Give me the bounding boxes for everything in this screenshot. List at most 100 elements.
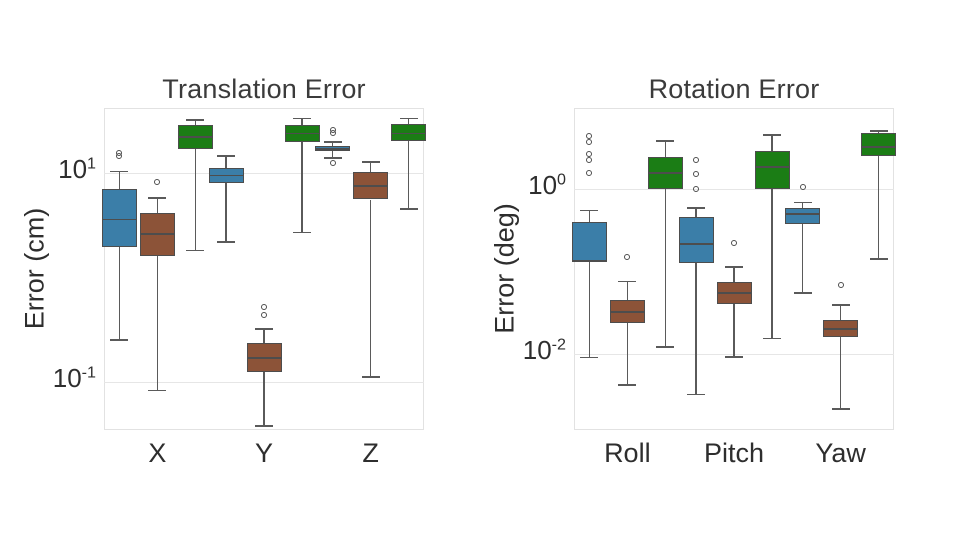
median-line	[571, 259, 607, 262]
whisker-line	[301, 117, 303, 125]
outlier-point	[693, 186, 699, 193]
whisker-line	[118, 247, 121, 339]
whisker-line	[156, 256, 159, 390]
median-line	[647, 172, 683, 174]
whisker-line	[225, 155, 227, 168]
whisker-line	[626, 322, 629, 385]
whisker-cap	[763, 337, 781, 340]
median-line	[284, 132, 320, 135]
box-method-blue-yaw	[785, 208, 821, 225]
whisker-line	[331, 151, 334, 158]
whisker-line	[839, 337, 842, 409]
box-method-green-pitch	[754, 151, 790, 189]
whisker-line	[194, 149, 197, 250]
whisker-line	[331, 141, 334, 146]
outlier-point	[837, 282, 844, 289]
whisker-line	[156, 197, 159, 213]
whisker-cap	[580, 356, 599, 359]
whisker-line	[801, 201, 804, 209]
outlier-point	[586, 157, 593, 164]
whisker-cap	[763, 134, 781, 136]
median-line	[208, 174, 244, 177]
whisker-line	[407, 117, 410, 125]
whisker-cap	[293, 231, 311, 234]
gridline	[574, 188, 894, 190]
outlier-point	[586, 132, 593, 139]
whisker-cap	[361, 160, 380, 163]
whisker-line	[407, 140, 410, 209]
whisker-line	[664, 189, 667, 346]
whisker-line	[839, 304, 842, 320]
whisker-cap	[793, 201, 812, 204]
whisker-cap	[580, 209, 599, 212]
whisker-cap	[687, 207, 705, 209]
median-line	[754, 165, 790, 168]
panel-title-rotation: Rotation Error	[648, 74, 820, 104]
whisker-line	[118, 170, 121, 190]
x-tick-label: Roll	[604, 438, 651, 468]
median-line	[353, 184, 389, 187]
whisker-cap	[217, 240, 235, 243]
x-tick-label: Pitch	[703, 438, 765, 468]
whisker-cap	[618, 280, 637, 283]
whisker-cap	[148, 389, 167, 392]
whisker-cap	[217, 155, 235, 157]
median-line	[785, 212, 821, 215]
whisker-cap	[618, 384, 637, 386]
whisker-line	[225, 182, 227, 241]
whisker-line	[801, 224, 804, 293]
whisker-cap	[687, 393, 705, 396]
outlier-point	[586, 138, 593, 145]
y-tick-label: 10-1	[52, 363, 96, 394]
whisker-line	[695, 263, 697, 394]
median-line	[391, 132, 427, 135]
median-line	[315, 147, 351, 150]
outlier-point	[116, 150, 123, 157]
whisker-cap	[148, 197, 167, 199]
outlier-point	[261, 312, 267, 319]
whisker-cap	[725, 266, 743, 268]
median-line	[609, 311, 645, 314]
whisker-line	[771, 188, 773, 338]
median-line	[177, 136, 213, 139]
whisker-cap	[725, 356, 743, 358]
median-line	[823, 328, 859, 330]
whisker-cap	[361, 375, 380, 378]
whisker-line	[733, 304, 735, 357]
whisker-line	[877, 155, 880, 258]
outlier-point	[154, 179, 161, 186]
outlier-point	[693, 171, 699, 178]
outlier-point	[731, 240, 737, 247]
whisker-cap	[869, 130, 888, 132]
box-method-green-yaw	[861, 133, 897, 156]
whisker-cap	[293, 117, 311, 120]
outlier-point	[329, 127, 336, 134]
whisker-line	[664, 139, 667, 157]
whisker-cap	[793, 292, 812, 294]
whisker-cap	[186, 249, 205, 252]
outlier-point	[329, 160, 336, 167]
whisker-cap	[399, 208, 418, 211]
whisker-cap	[656, 345, 675, 348]
median-line	[678, 242, 714, 245]
outlier-point	[586, 151, 593, 158]
median-line	[139, 233, 175, 236]
y-tick-label: 100	[528, 169, 566, 200]
whisker-cap	[110, 338, 129, 341]
whisker-cap	[399, 117, 418, 120]
outlier-point	[799, 184, 806, 190]
whisker-line	[733, 266, 735, 283]
median-line	[101, 218, 137, 221]
whisker-line	[263, 372, 265, 426]
whisker-line	[369, 199, 372, 376]
y-tick-label: 101	[58, 154, 96, 185]
y-tick-label: 10-2	[522, 334, 566, 365]
outlier-point	[624, 253, 631, 260]
median-line	[716, 291, 752, 294]
whisker-cap	[255, 425, 273, 427]
box-method-blue-roll	[571, 221, 607, 263]
box-method-blue-x	[101, 189, 137, 248]
whisker-cap	[323, 141, 342, 143]
median-line	[861, 146, 897, 148]
